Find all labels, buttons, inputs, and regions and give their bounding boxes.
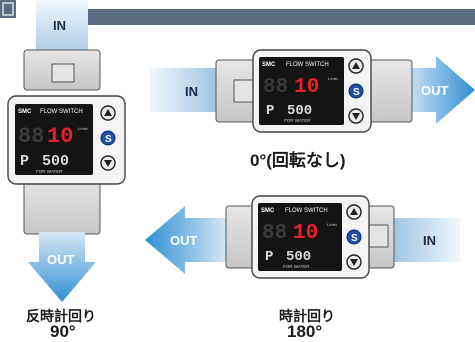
- top-setting-prefix: P: [266, 103, 274, 119]
- caption-rot-0: 0°(回転なし): [250, 151, 346, 170]
- in-label-vertical: IN: [53, 18, 66, 33]
- caption-rot-90-deg: 90°: [50, 322, 76, 341]
- in-label-top: IN: [185, 84, 198, 99]
- left-digits-off: 88: [18, 124, 44, 149]
- corner-tab: [0, 0, 16, 18]
- in-arrow-bottom: [392, 218, 460, 262]
- bottom-brand: SMC: [261, 208, 275, 214]
- bottom-model: FLOW SWITCH: [285, 208, 328, 214]
- bottom-port-right: [367, 224, 389, 248]
- bottom-digits-off: 88: [262, 222, 287, 245]
- out-label-vertical: OUT: [47, 252, 75, 267]
- left-unit: L/min: [78, 126, 88, 131]
- top-unit: L/min: [328, 76, 338, 81]
- caption-rot-180-jp: 時計回り: [279, 308, 335, 324]
- left-set-label: S: [105, 134, 112, 145]
- left-device-face: 88 10 P 500 SMC FLOW SWITCH L/min FOR WA…: [7, 95, 126, 185]
- left-port-top: [51, 63, 75, 83]
- left-digits-value: 10: [47, 124, 73, 149]
- top-port-left: [233, 79, 255, 103]
- left-set-button: [100, 130, 116, 146]
- left-setting-value: 500: [42, 153, 69, 170]
- out-arrow-down: [28, 232, 96, 302]
- top-digits-off: 88: [263, 76, 288, 99]
- left-footer: FOR WATER: [36, 169, 63, 174]
- bottom-digits-value: 10: [293, 222, 318, 245]
- top-set-label: S: [353, 87, 360, 98]
- out-arrow-bottom: [145, 206, 228, 274]
- bottom-unit: L/min: [327, 222, 337, 227]
- caption-rot-180-deg: 180°: [287, 322, 323, 341]
- header-band: [88, 9, 475, 25]
- left-setting-prefix: P: [20, 153, 29, 170]
- bottom-device-face: 88 10 P 500 SMC FLOW SWITCH L/min FOR WA…: [251, 195, 370, 279]
- top-device-face: 88 10 P 500 SMC FLOW SWITCH L/min FOR WA…: [252, 49, 372, 133]
- bottom-setting-value: 500: [286, 249, 311, 265]
- left-body-bottom: [23, 177, 101, 235]
- top-brand: SMC: [262, 62, 276, 68]
- out-label-top: OUT: [421, 83, 449, 98]
- bottom-set-label: S: [351, 233, 358, 244]
- left-model: FLOW SWITCH: [40, 109, 83, 115]
- in-arrow-top: [150, 68, 218, 112]
- in-arrow-vertical: [36, 0, 88, 54]
- top-set-button: [348, 83, 364, 99]
- in-label-bottom: IN: [423, 233, 436, 248]
- top-footer: FOR WATER: [284, 118, 311, 123]
- top-model: FLOW SWITCH: [286, 62, 329, 68]
- out-label-bottom: OUT: [170, 233, 198, 248]
- bottom-set-button: [346, 229, 362, 245]
- left-brand: SMC: [18, 109, 32, 115]
- top-digits-value: 10: [294, 76, 319, 99]
- out-arrow-top: [404, 56, 475, 124]
- top-setting-value: 500: [287, 103, 312, 119]
- caption-rot-90-jp: 反時計回り: [26, 308, 96, 324]
- bottom-footer: FOR WATER: [283, 264, 310, 269]
- bottom-setting-prefix: P: [265, 249, 273, 265]
